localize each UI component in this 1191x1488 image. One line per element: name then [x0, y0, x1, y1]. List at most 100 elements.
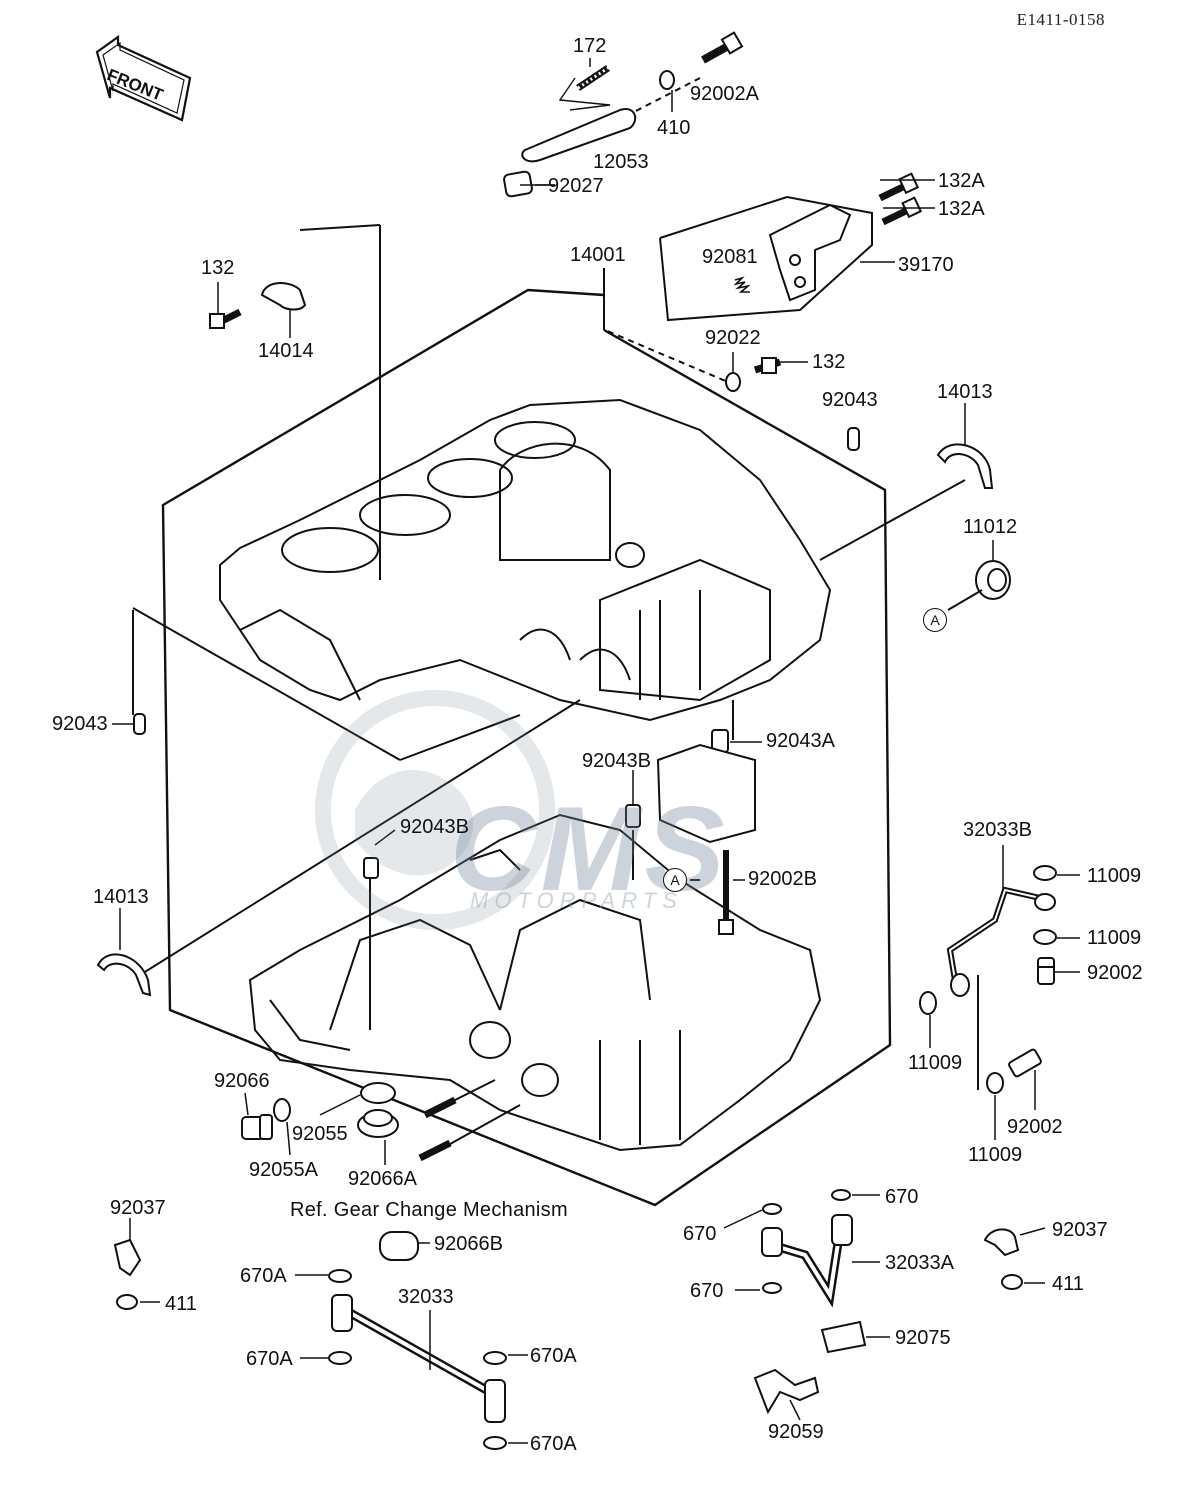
- ring-14013-icon: [936, 443, 994, 489]
- part-label: 14014: [258, 340, 314, 362]
- damper-92027-icon: [503, 170, 533, 198]
- cap-92066B-icon: [379, 1231, 419, 1261]
- part-label: 92043B: [400, 816, 469, 838]
- washer-411-icon: [116, 1294, 138, 1310]
- part-label: 92043: [52, 713, 108, 735]
- stud-172-icon: [576, 65, 610, 91]
- oring-670A-d-icon: [483, 1436, 507, 1450]
- oring-670A-b-icon: [328, 1351, 352, 1365]
- washer-11009-b-icon: [1033, 929, 1057, 945]
- part-label: 39170: [898, 254, 954, 276]
- lower-crankcase: [248, 813, 822, 1152]
- part-label: 11009: [968, 1144, 1023, 1166]
- crankcase-bracket-outline: [161, 288, 892, 1207]
- bolt-92002-b-icon: [1008, 1048, 1042, 1078]
- oil-pipe-32033-icon: [331, 1294, 506, 1423]
- guide-12053-icon: [521, 108, 637, 163]
- clamp-92037-b-icon: [983, 1228, 1020, 1257]
- oring-670-c-icon: [762, 1282, 782, 1294]
- oring-670A-icon: [328, 1269, 352, 1283]
- stud-icon: [423, 1096, 457, 1119]
- ring-14013-b-icon: [96, 953, 152, 997]
- marker-a: A: [923, 608, 947, 632]
- part-label: 32033B: [963, 819, 1032, 841]
- part-label: 12053: [593, 151, 649, 173]
- bolt-132-b-icon: [753, 357, 782, 374]
- damper-92075-icon: [820, 1320, 867, 1354]
- part-label: 92055A: [249, 1159, 318, 1181]
- part-label: 132: [201, 257, 235, 279]
- washer-11009-d-icon: [986, 1072, 1004, 1094]
- part-label: 92002: [1087, 962, 1143, 984]
- part-label: 92066A: [348, 1168, 417, 1190]
- dowel-92043-b-icon: [133, 713, 146, 735]
- reference-note: Ref. Gear Change Mechanism: [290, 1199, 568, 1221]
- marker-a-2: A: [663, 868, 687, 892]
- oring-670-b-icon: [762, 1203, 782, 1215]
- part-label: 670: [683, 1223, 717, 1245]
- bolt-132-icon: [209, 308, 242, 329]
- part-label: 132: [812, 351, 846, 373]
- watermark-brand: CMS: [450, 782, 729, 916]
- oring-670-icon: [831, 1189, 851, 1201]
- bolt-132A-icon: [878, 172, 920, 202]
- part-label: 670A: [530, 1345, 577, 1367]
- part-label: 92043: [822, 389, 878, 411]
- oil-pipe-32033A-icon: [761, 1214, 853, 1308]
- part-label: 92055: [292, 1123, 348, 1145]
- part-label: 92081: [702, 246, 758, 268]
- part-label: 410: [657, 117, 691, 139]
- bolt-92002A-icon: [701, 31, 744, 64]
- oring-92055-icon: [360, 1082, 396, 1104]
- oil-pipe-32033B-icon: [946, 886, 1041, 981]
- pipe-92059-icon: [753, 1368, 820, 1415]
- part-label: 11009: [1087, 927, 1142, 949]
- part-label: 92037: [1052, 1219, 1108, 1241]
- part-label: 32033: [398, 1286, 454, 1308]
- part-label: 11009: [1087, 865, 1142, 887]
- part-label: 92037: [110, 1197, 166, 1219]
- front-arrow-icon: [95, 34, 192, 122]
- tensioner-39170-icon: [768, 203, 852, 302]
- watermark-tagline: MOTORPARTS: [470, 888, 683, 913]
- part-label: 92022: [705, 327, 761, 349]
- part-label: 172: [573, 35, 607, 57]
- washer-11009-c-icon: [919, 991, 937, 1015]
- oring-670A-c-icon: [483, 1351, 507, 1365]
- part-label: 92027: [548, 175, 604, 197]
- chain-guide-box: [659, 195, 873, 322]
- part-label: 670: [690, 1280, 724, 1302]
- stud-b-icon: [418, 1139, 452, 1162]
- bolt-92002-icon: [1037, 957, 1055, 985]
- part-label: 92002B: [748, 868, 817, 890]
- dowel-92043B-2-icon: [363, 857, 379, 879]
- diagram-code: E1411-0158: [1016, 10, 1105, 29]
- part-label: 670: [885, 1186, 919, 1208]
- washer-92055A-icon: [273, 1098, 291, 1122]
- part-label: 670A: [530, 1433, 577, 1455]
- washer-11009-icon: [1033, 865, 1057, 881]
- part-label: 411: [1052, 1273, 1084, 1295]
- part-label: 14013: [937, 381, 993, 403]
- part-label: 14001: [570, 244, 626, 266]
- part-label: 92059: [768, 1421, 824, 1443]
- part-label: 92002: [1007, 1116, 1063, 1138]
- bolt-92002B-icon: [718, 850, 734, 935]
- plate-14014-icon: [260, 282, 307, 311]
- part-label: 92075: [895, 1327, 951, 1349]
- part-label: 92066: [214, 1070, 270, 1092]
- part-label: 92066B: [434, 1233, 503, 1255]
- part-label: 11009: [908, 1052, 963, 1074]
- clamp-92037-icon: [113, 1238, 142, 1277]
- spring-92081-icon: [733, 276, 751, 293]
- part-label: 132A: [938, 170, 985, 192]
- part-label: 11012: [963, 516, 1018, 538]
- part-label: 92002A: [690, 83, 759, 105]
- part-label: 92043B: [582, 750, 651, 772]
- part-label: 14013: [93, 886, 149, 908]
- part-label: 32033A: [885, 1252, 954, 1274]
- part-label: 132A: [938, 198, 985, 220]
- bolt-132A-2-icon: [881, 196, 923, 226]
- washer-410-icon: [659, 70, 675, 90]
